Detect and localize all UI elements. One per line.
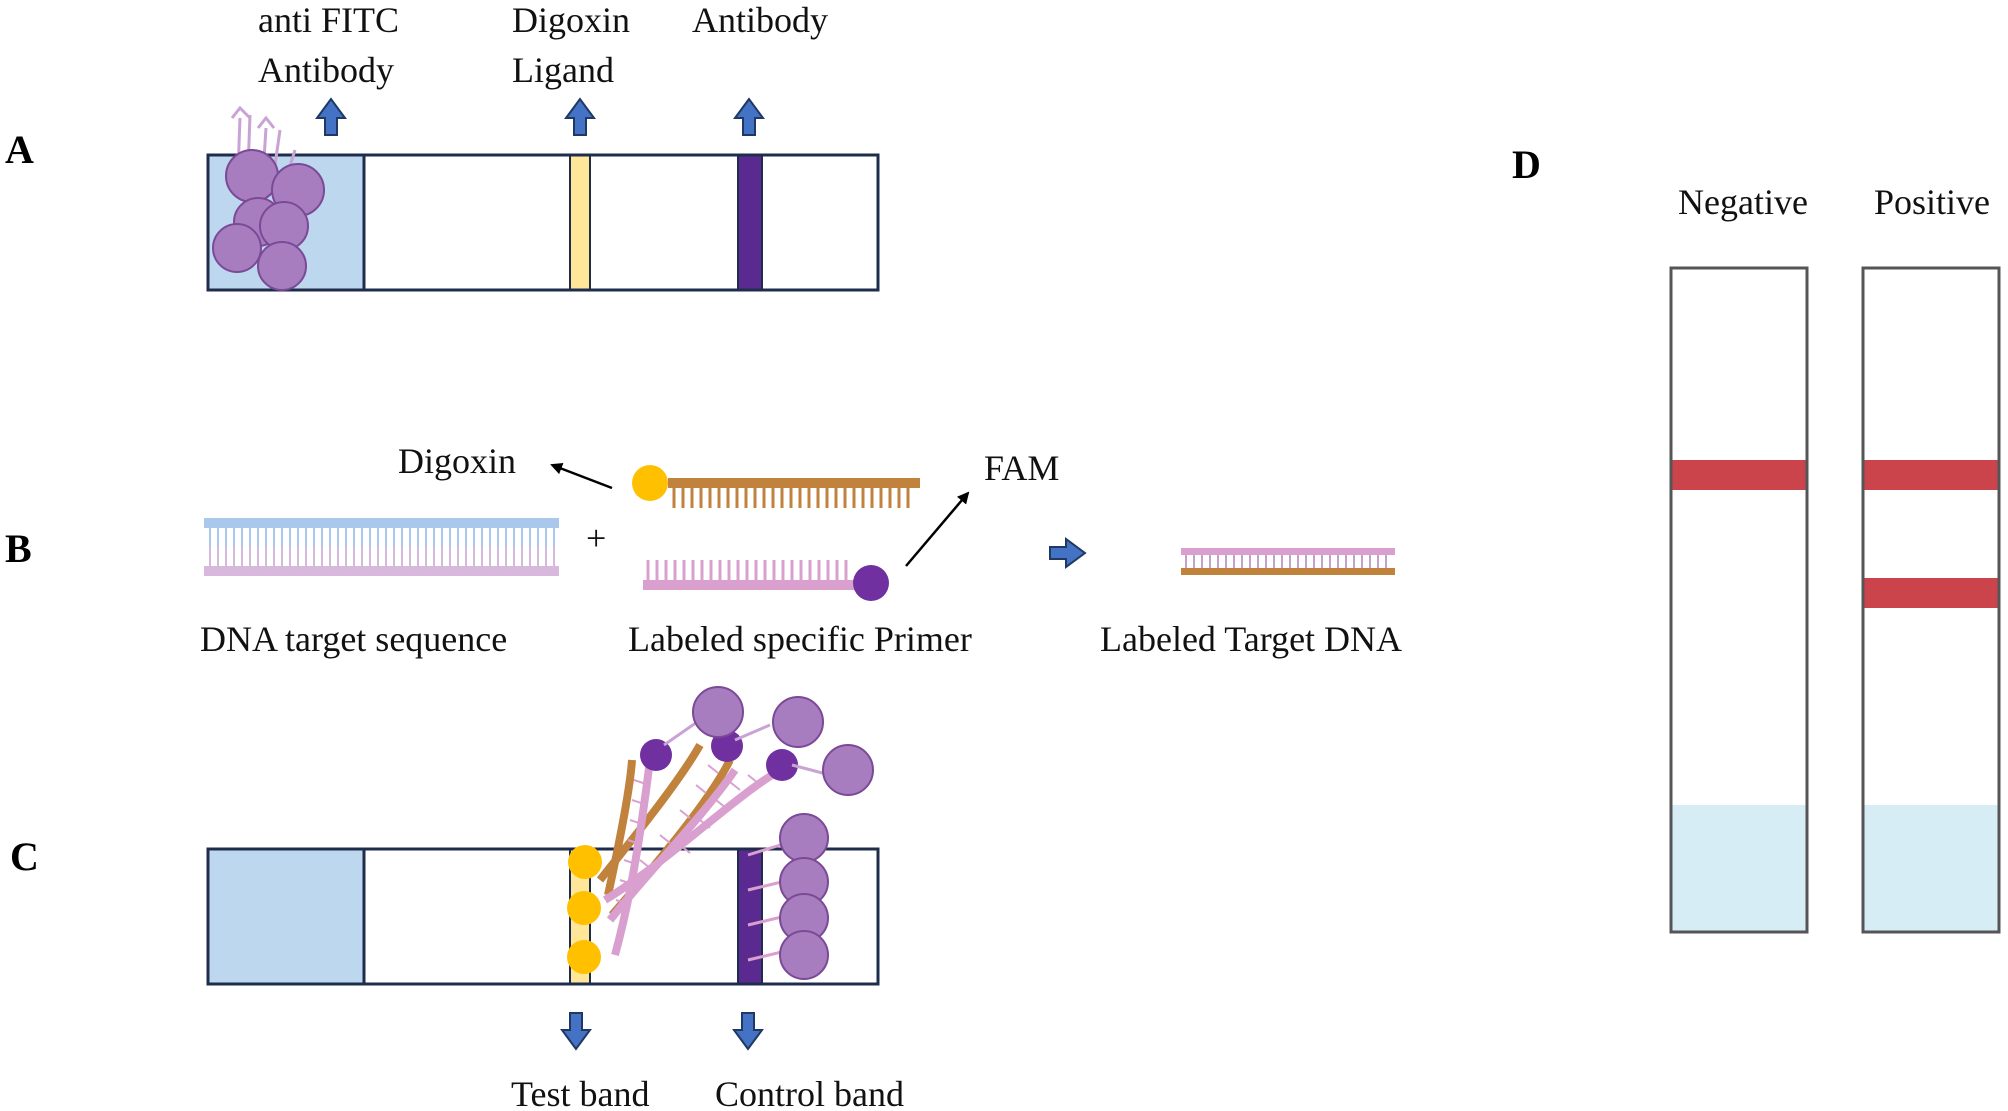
positive-strip	[1861, 266, 2001, 934]
control-line	[737, 848, 763, 985]
control-line-particles	[747, 813, 829, 980]
labeled-target-dna	[1181, 548, 1395, 575]
label-labeled-specific-primer: Labeled specific Primer	[628, 619, 972, 659]
control-line	[737, 154, 763, 291]
digoxin-marker-icon	[632, 465, 668, 501]
down-arrow-icon	[560, 1012, 592, 1051]
right-arrow-icon	[1049, 537, 1087, 569]
arrow-to-digoxin	[550, 462, 613, 490]
up-arrow-icon	[733, 97, 765, 136]
positive-test-line	[1863, 578, 1999, 608]
fam-marker-icon	[853, 565, 889, 601]
positive-control-line	[1863, 460, 1999, 490]
fam-labeled-primer	[643, 560, 889, 601]
label-anti-fitc-line2: Antibody	[258, 50, 394, 90]
label-dna-target-sequence: DNA target sequence	[200, 619, 507, 659]
captured-dna-complexes	[567, 686, 874, 974]
label-control-band: Control band	[715, 1074, 904, 1111]
panel-label-b: B	[5, 526, 32, 571]
dna-target-sequence	[204, 518, 559, 576]
label-digoxin-ligand-line2: Ligand	[512, 50, 614, 90]
label-digoxin-ligand-line1: Digoxin	[512, 0, 630, 40]
digoxin-labeled-primer	[632, 465, 920, 508]
negative-strip	[1669, 266, 1809, 934]
label-labeled-target-dna: Labeled Target DNA	[1100, 619, 1402, 659]
conjugate-pad	[208, 849, 364, 984]
label-test-band: Test band	[511, 1074, 649, 1111]
plus-sign: +	[586, 518, 606, 558]
label-anti-fitc-line1: anti FITC	[258, 0, 399, 40]
panel-label-a: A	[5, 127, 34, 172]
down-arrow-icon	[732, 1012, 764, 1051]
gold-particle-cluster	[212, 105, 325, 291]
arrow-to-fam	[905, 491, 970, 567]
label-antibody: Antibody	[692, 0, 828, 40]
label-negative: Negative	[1678, 182, 1808, 222]
panel-label-d: D	[1512, 142, 1541, 187]
negative-control-line	[1671, 460, 1807, 490]
up-arrow-icon	[564, 97, 596, 136]
up-arrow-icon	[315, 97, 347, 136]
label-fam: FAM	[984, 448, 1059, 488]
label-positive: Positive	[1874, 182, 1990, 222]
panel-label-c: C	[10, 834, 39, 879]
strip-c	[206, 847, 880, 986]
test-line	[569, 154, 591, 291]
label-digoxin: Digoxin	[398, 441, 516, 481]
